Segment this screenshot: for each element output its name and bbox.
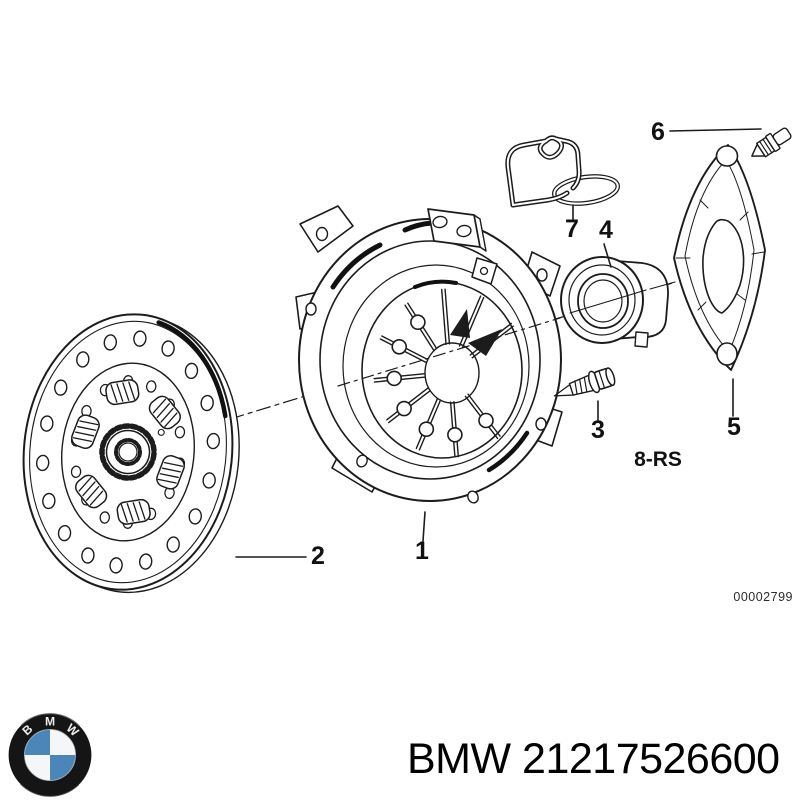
callout-4-leader (603, 243, 612, 268)
drawing-number-text: 00002799 (733, 590, 793, 604)
retaining-clip-drawing (505, 135, 582, 208)
callout-4-label: 4 (599, 216, 613, 244)
callout-6-label: 6 (651, 118, 665, 146)
callout-1-label: 1 (415, 537, 429, 565)
roundel-quadrant-blue-tl (24, 729, 50, 755)
callout-1: 1 (415, 511, 429, 565)
callout-5-label: 5 (727, 413, 741, 441)
part-title-text: BMW 21217526600 (407, 735, 780, 783)
variant-code-text: 8-RS (634, 448, 682, 471)
callout-7: 7 (565, 204, 579, 243)
callout-2-label: 2 (311, 542, 325, 570)
exploded-parts-diagram: 1 2 3 4 5 6 7 8-RS 00002799 (22, 118, 793, 604)
roundel-quadrant-blue-br (50, 755, 76, 781)
bmw-logo-letter-m: M (45, 714, 55, 728)
bmw-roundel-logo: B M W (8, 713, 92, 797)
callout-6-leader (669, 128, 762, 132)
pin-drawing (751, 127, 792, 158)
callout-4: 4 (599, 216, 613, 268)
axis-centerline-overlay (337, 317, 561, 387)
release-bearing-drawing (560, 256, 669, 348)
callout-6: 6 (651, 118, 762, 146)
callout-5: 5 (727, 378, 741, 441)
axis-end-overlay (649, 281, 676, 290)
bolt-drawing (553, 367, 616, 397)
callout-1-leader (422, 511, 426, 542)
callout-3: 3 (591, 400, 605, 444)
pressure-plate-drawing (295, 205, 563, 504)
oring-drawing (552, 174, 620, 206)
clutch-disc-drawing (22, 313, 240, 594)
axis-bearing-overlay (569, 289, 647, 314)
callout-2: 2 (235, 542, 325, 570)
cover-plate-drawing (673, 144, 766, 371)
callout-7-label: 7 (565, 215, 579, 243)
callout-3-label: 3 (591, 416, 605, 444)
